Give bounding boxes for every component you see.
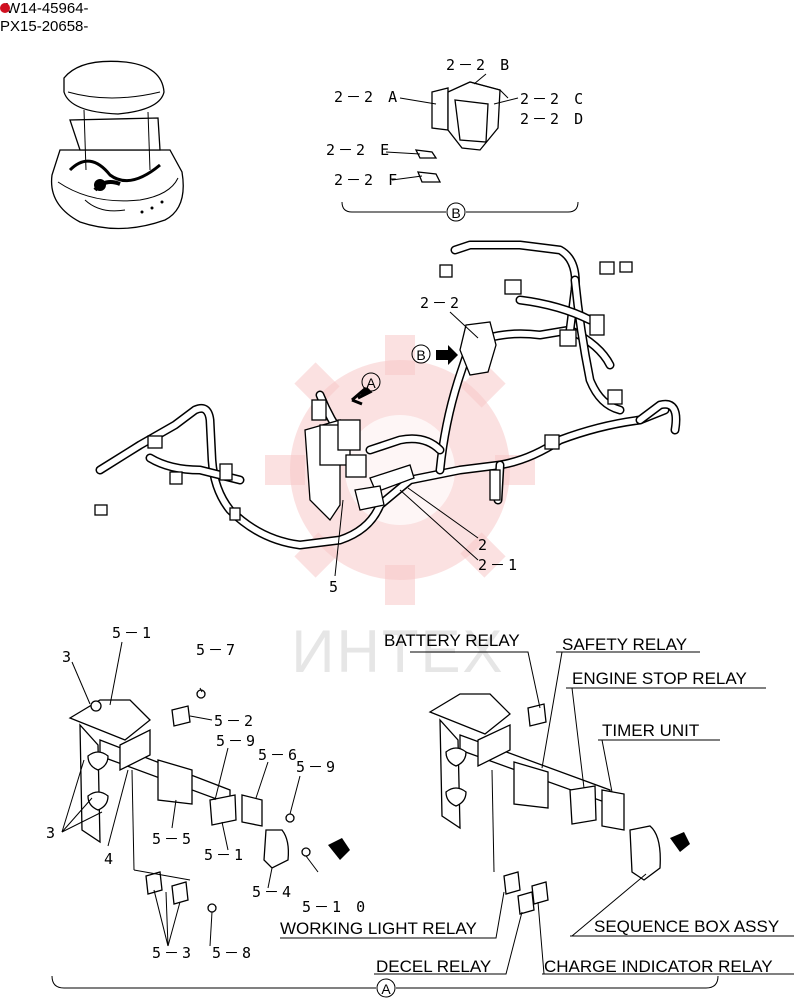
callout-22d: 2－2 D [520, 110, 586, 128]
callout-3-bottom: 3 [46, 824, 58, 842]
working-light-relay-label: WORKING LIGHT RELAY [280, 919, 477, 938]
relay-leaders [280, 651, 794, 975]
callout-22: 2－2 [420, 294, 462, 312]
leader-22 [449, 311, 479, 339]
view-b-arrow-icon [436, 345, 458, 365]
view-b-ref-circle-icon [411, 344, 431, 364]
view-b-ref: B [416, 347, 425, 363]
callout-22a: 2－2 A [334, 88, 400, 106]
leader-21 [399, 489, 479, 561]
callout-54: 5－4 [252, 883, 294, 901]
relay-bracket-exploded [68, 689, 311, 913]
view-a-left-leaders [61, 641, 319, 947]
timer-unit-label: TIMER UNIT [602, 721, 699, 740]
harness-connectors [94, 261, 633, 521]
leader-2 [407, 487, 479, 539]
view-b-bracket [341, 201, 579, 213]
callout-56: 5－6 [258, 746, 300, 764]
view-a-circle-icon [361, 372, 381, 392]
view-b-label: B [451, 205, 460, 221]
callout-3-top: 3 [62, 648, 74, 666]
leader-22e [385, 151, 421, 155]
callout-59a: 5－9 [216, 732, 258, 750]
callout-57: 5－7 [196, 641, 238, 659]
callout-22b: 2－2 B [446, 56, 512, 74]
engine-stop-relay-label: ENGINE STOP RELAY [572, 669, 747, 688]
relay-bracket-assembled [428, 693, 661, 915]
callout-21: 2－1 [478, 556, 520, 574]
callout-22e: 2－2 E [326, 141, 392, 159]
view-b-fuse-box [414, 81, 509, 183]
safety-relay-label: SAFETY RELAY [562, 635, 687, 654]
view-a-bracket [51, 975, 719, 989]
callout-52: 5－2 [214, 712, 256, 730]
callout-4: 4 [104, 850, 116, 868]
charge-indicator-relay-label: CHARGE INDICATOR RELAY [544, 957, 773, 976]
callout-510: 5－1 0 [302, 898, 368, 916]
callout-51b: 5－1 [204, 846, 246, 864]
leader-5 [334, 499, 344, 577]
machine-overview-illustration [50, 60, 184, 230]
leader-22f [391, 175, 423, 181]
leader-22a [399, 97, 437, 105]
leader-22b [473, 73, 487, 85]
view-a-direction-arrow-icon [328, 838, 350, 860]
callout-2: 2 [478, 536, 490, 554]
callout-22c: 2－2 C [520, 90, 586, 108]
view-a-arrow-icon [351, 386, 373, 406]
callout-59b: 5－9 [296, 758, 338, 776]
sequence-box-assy-label: SEQUENCE BOX ASSY [594, 917, 779, 936]
serial-range-2: PX15-20658- [0, 18, 89, 35]
callout-51: 5－1 [112, 624, 154, 642]
callout-53: 5－3 [152, 944, 194, 962]
callout-58: 5－8 [212, 944, 254, 962]
leader-22c [493, 97, 519, 105]
view-b-circle-icon [446, 202, 466, 222]
callout-22f: 2－2 F [334, 171, 400, 189]
view-a-bottom-circle-icon [376, 978, 396, 998]
relay-bracket-assembly [304, 399, 415, 522]
decel-relay-label: DECEL RELAY [376, 957, 491, 976]
serial-range-1: W14-45964- [0, 0, 89, 17]
callout-5: 5 [329, 578, 341, 596]
callout-55: 5－5 [152, 830, 194, 848]
battery-relay-label: BATTERY RELAY [384, 631, 520, 650]
view-a-ref: A [366, 375, 376, 391]
red-marker-icon [0, 3, 10, 13]
view-a-label: A [381, 981, 391, 997]
view-a-right-arrow-icon [670, 832, 690, 852]
